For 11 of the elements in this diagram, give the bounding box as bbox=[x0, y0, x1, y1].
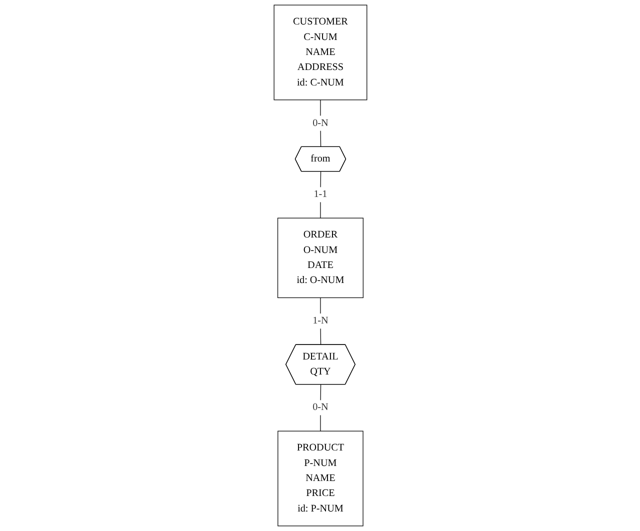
edge-label: 1-N bbox=[312, 315, 328, 326]
edge-label: 1-1 bbox=[313, 189, 327, 200]
edge-label: 0-N bbox=[312, 118, 328, 128]
connector bbox=[320, 171, 321, 218]
connector bbox=[320, 100, 321, 148]
node-box: ORDER O-NUM DATE id: O-NUM bbox=[276, 218, 364, 298]
node-box: CUSTOMER C-NUM NAME ADDRESS id: C-NUM bbox=[273, 4, 367, 100]
edge-label: 0-N bbox=[312, 402, 328, 413]
connector bbox=[320, 384, 321, 432]
connector bbox=[320, 297, 321, 346]
node-box: PRODUCT P-NUM NAME PRICE id: P-NUM bbox=[277, 430, 363, 526]
